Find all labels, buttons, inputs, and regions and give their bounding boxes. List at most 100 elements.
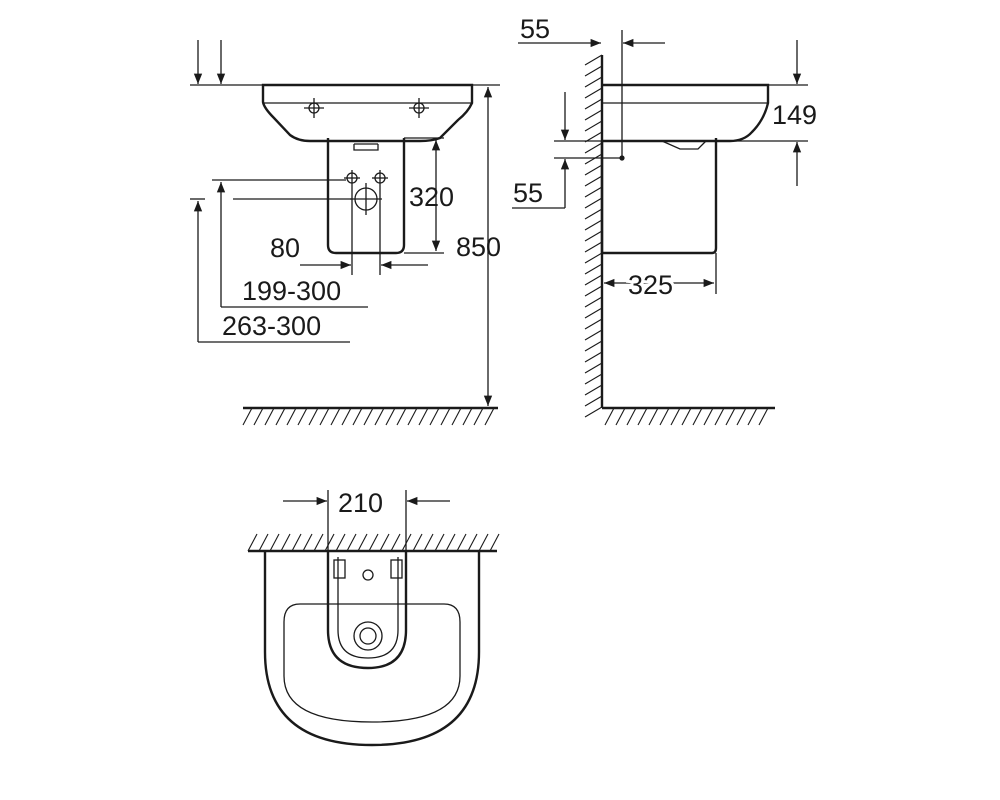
hatch-line xyxy=(462,407,473,426)
hatch-line xyxy=(584,252,603,264)
hatch-line xyxy=(703,407,714,426)
hatch-line xyxy=(584,329,603,341)
dim-199-300-label: 199-300 xyxy=(242,276,341,306)
dim-80: 80 xyxy=(270,186,428,275)
dim-149: 149 xyxy=(730,40,817,186)
side-basin xyxy=(602,83,770,150)
hatch-line xyxy=(335,533,346,552)
side-wall xyxy=(584,54,604,418)
hatch-line xyxy=(368,533,379,552)
hatch-line xyxy=(385,407,396,426)
dim-210-label: 210 xyxy=(338,488,383,518)
hatch-line xyxy=(396,407,407,426)
hatch-line xyxy=(440,407,451,426)
hatch-line xyxy=(584,307,603,319)
hatch-line xyxy=(584,384,603,396)
side-floor xyxy=(602,406,775,426)
hatch-line xyxy=(346,533,357,552)
hatch-line xyxy=(648,407,659,426)
dim-850: 850 xyxy=(456,87,501,406)
hatch-line xyxy=(584,65,603,77)
hatch-line xyxy=(302,533,313,552)
hatch-line xyxy=(584,351,603,363)
hatch-line xyxy=(473,407,484,426)
hatch-line xyxy=(584,362,603,374)
hatch-line xyxy=(423,533,434,552)
hatch-line xyxy=(670,407,681,426)
hatch-line xyxy=(269,533,280,552)
top-basin xyxy=(263,551,481,747)
dim-320-label: 320 xyxy=(409,182,454,212)
hatch-line xyxy=(308,407,319,426)
hatch-line xyxy=(659,407,670,426)
dim-850-label: 850 xyxy=(456,232,501,262)
hatch-line xyxy=(418,407,429,426)
dim-149-label: 149 xyxy=(772,100,817,130)
hatch-line xyxy=(736,407,747,426)
dim-80-label: 80 xyxy=(270,233,300,263)
hatch-line xyxy=(584,340,603,352)
dim-55-top: 55 xyxy=(518,14,665,156)
hatch-line xyxy=(456,533,467,552)
dim-210: 210 xyxy=(283,488,450,550)
hatch-line xyxy=(489,533,500,552)
hatch-line xyxy=(429,407,440,426)
hatch-line xyxy=(615,407,626,426)
dim-55-left-label: 55 xyxy=(513,178,543,208)
hatch-line xyxy=(584,153,603,165)
dim-320: 320 xyxy=(404,137,454,254)
hatch-line xyxy=(584,164,603,176)
hatch-line xyxy=(584,98,603,110)
hatch-line xyxy=(584,406,603,418)
hatch-line xyxy=(725,407,736,426)
hatch-line xyxy=(584,395,603,407)
hatch-line xyxy=(484,407,495,426)
hatch-line xyxy=(626,407,637,426)
hatch-line xyxy=(352,407,363,426)
hatch-line xyxy=(286,407,297,426)
hatch-line xyxy=(584,296,603,308)
hatch-line xyxy=(584,285,603,297)
hatch-line xyxy=(313,533,324,552)
tap-hole-left xyxy=(304,98,324,118)
dim-55-left: 55 xyxy=(512,92,622,209)
hatch-line xyxy=(258,533,269,552)
hatch-line xyxy=(681,407,692,426)
top-pedestal xyxy=(326,551,408,670)
dim-199-300: 199-300 xyxy=(212,179,368,308)
hatch-line xyxy=(584,208,603,220)
hatch-line xyxy=(242,407,253,426)
hatch-line xyxy=(584,373,603,385)
hatch-line xyxy=(584,318,603,330)
top-view: 210 xyxy=(247,488,500,747)
front-basin xyxy=(190,83,500,143)
hatch-line xyxy=(584,87,603,99)
front-floor xyxy=(242,406,498,426)
hatch-line xyxy=(412,533,423,552)
hatch-line xyxy=(363,407,374,426)
hatch-line xyxy=(584,175,603,187)
hatch-line xyxy=(280,533,291,552)
hatch-line xyxy=(584,109,603,121)
hatch-line xyxy=(467,533,478,552)
dim-263-300-label: 263-300 xyxy=(222,311,321,341)
dim-325: 325 xyxy=(604,253,717,303)
hatch-line xyxy=(584,120,603,132)
top-wall xyxy=(247,533,500,553)
hatch-line xyxy=(407,407,418,426)
hatch-line xyxy=(247,533,258,552)
hatch-line xyxy=(584,142,603,154)
hatch-line xyxy=(604,407,615,426)
hatch-line xyxy=(584,263,603,275)
hatch-line xyxy=(584,197,603,209)
tap-hole-right xyxy=(409,98,429,118)
hatch-line xyxy=(330,407,341,426)
hatch-line xyxy=(445,533,456,552)
hatch-line xyxy=(714,407,725,426)
hatch-line xyxy=(253,407,264,426)
hatch-line xyxy=(275,407,286,426)
hatch-line xyxy=(390,533,401,552)
hatch-line xyxy=(478,533,489,552)
hatch-line xyxy=(451,407,462,426)
